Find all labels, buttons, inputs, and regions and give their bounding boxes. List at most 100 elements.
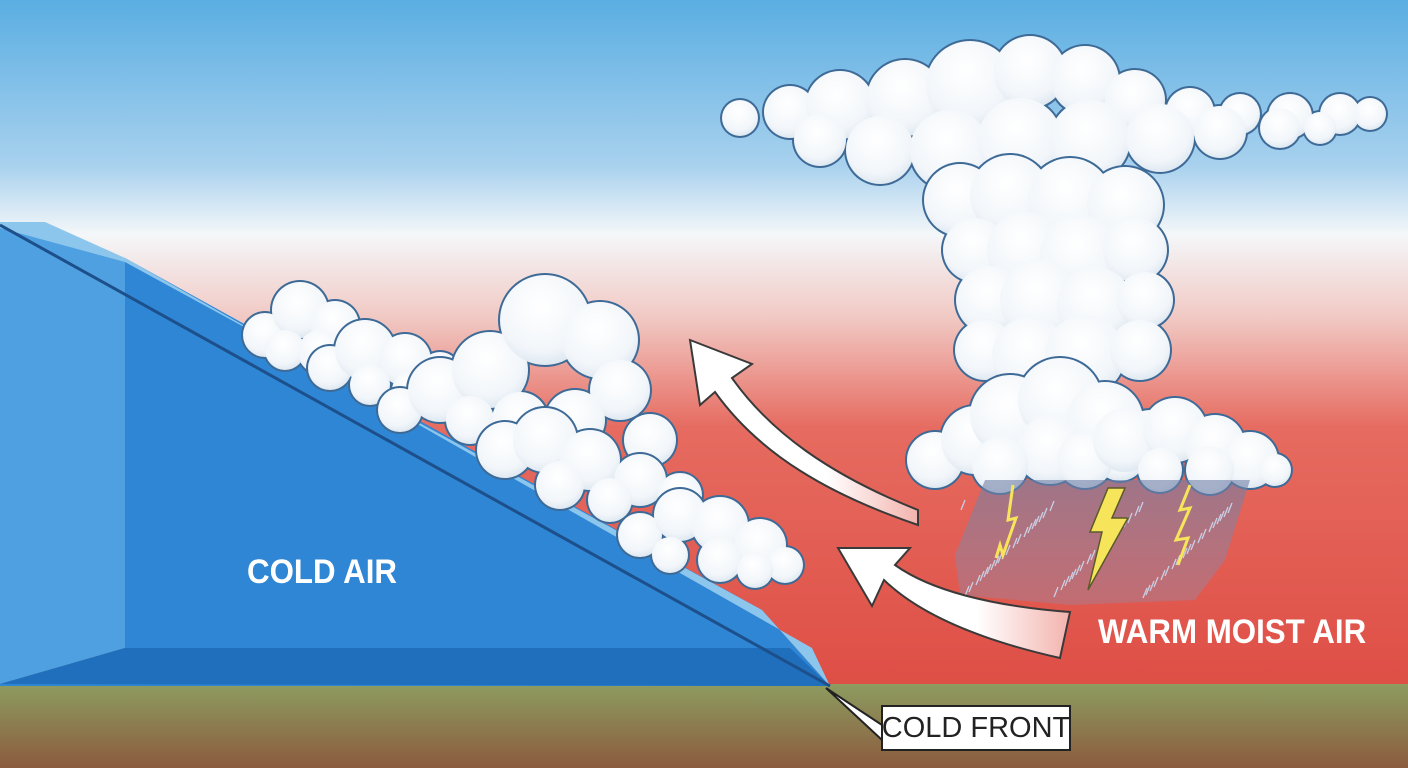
cloud-puff	[1194, 106, 1246, 158]
cloud-puff-group	[616, 487, 805, 590]
curved-arrow-icon	[836, 547, 1072, 660]
rain-streak	[1090, 549, 1096, 561]
rain-streak	[1023, 526, 1029, 538]
cloud-puff	[692, 497, 748, 553]
rain-streak	[997, 552, 1003, 564]
lightning-bolt-icon	[1087, 487, 1130, 591]
rain-streak	[1060, 579, 1066, 591]
cloud-puff	[1117, 272, 1173, 328]
cold-air-front-face	[0, 258, 830, 686]
frontal-clouds	[241, 273, 805, 590]
rain-streak	[1190, 539, 1196, 551]
rain-streak	[1134, 505, 1140, 517]
rain-streak	[1171, 558, 1177, 570]
rain-streak	[1160, 569, 1166, 581]
rain-streak	[1197, 532, 1203, 544]
rain-streak	[1071, 568, 1077, 580]
rain-streak	[1005, 544, 1011, 556]
ground	[0, 684, 1408, 768]
rain-streak	[1053, 586, 1059, 598]
rain-streak	[1068, 571, 1074, 583]
cloud-puff	[1051, 46, 1119, 114]
rain-streak	[1145, 584, 1151, 596]
rain-streak	[1186, 543, 1192, 555]
cold-air-mass	[0, 222, 831, 688]
cloud-puff	[652, 537, 688, 573]
cold-air-bottom-edge	[0, 648, 830, 686]
cloud-puff	[452, 332, 528, 408]
rain-streak	[1038, 511, 1044, 523]
cloud-puff	[590, 360, 650, 420]
cloud-puff	[1126, 104, 1194, 172]
lightning-bolt-icon	[1173, 484, 1193, 566]
rain-streak	[960, 499, 966, 511]
rain-streak	[964, 585, 970, 597]
rain-streak	[1149, 580, 1155, 592]
cloud-puff	[588, 478, 632, 522]
rain-streak	[1142, 587, 1148, 599]
rain-streak	[968, 581, 974, 593]
cloud-puff	[265, 330, 305, 370]
rain-streak	[1064, 575, 1070, 587]
rain-streak	[1216, 513, 1222, 525]
rain-streak	[1042, 507, 1048, 519]
rain-streak	[1208, 521, 1214, 533]
rain-area	[955, 480, 1250, 605]
cumulonimbus-cloud	[720, 34, 1388, 496]
cloud-puff	[767, 547, 803, 583]
rain-streak	[1212, 517, 1218, 529]
warm-moist-air-label: WARM MOIST AIR	[1098, 613, 1367, 651]
rain-streak	[1201, 528, 1207, 540]
cloud-puff	[1110, 320, 1170, 380]
cold-air-side-face	[0, 225, 125, 684]
cloud-puff	[536, 461, 584, 509]
cloud-puff	[562, 302, 638, 378]
cloud-puff	[1103, 218, 1167, 282]
cloud-puff	[1259, 454, 1291, 486]
rain-streak	[1138, 501, 1144, 513]
rising-air-arrows	[688, 338, 1072, 660]
cold-front-label: COLD FRONT	[881, 705, 1071, 751]
cloud-puff	[737, 552, 773, 588]
cloud-tower	[922, 153, 1175, 397]
rain-streak	[994, 555, 1000, 567]
rain-streak	[990, 559, 996, 571]
rain-streak	[1086, 553, 1092, 565]
rain-streak	[1016, 533, 1022, 545]
cloud-puff	[926, 41, 1014, 129]
rain-streak	[1223, 506, 1229, 518]
cloud-puff	[618, 513, 662, 557]
rain-streak	[1175, 554, 1181, 566]
rain-streak	[983, 566, 989, 578]
lightning-bolt-icon	[994, 484, 1019, 560]
cloud-puff	[698, 538, 742, 582]
rain-streak	[1219, 510, 1225, 522]
cloud-puff	[1093, 408, 1157, 472]
cloud-puff	[350, 365, 390, 405]
cloud-puff	[722, 100, 758, 136]
cloud-puff-group	[376, 273, 678, 468]
cloud-puff	[846, 116, 914, 184]
rain-streak	[1164, 565, 1170, 577]
rain-streak	[1075, 564, 1081, 576]
rain-streak	[1027, 522, 1033, 534]
rain-streak	[1012, 537, 1018, 549]
rain-streak	[1079, 560, 1085, 572]
rain-streak	[1049, 500, 1055, 512]
rain-streak	[975, 574, 981, 586]
cloud-puff	[994, 36, 1066, 108]
cloud-puff	[1304, 112, 1336, 144]
rain-streak	[986, 563, 992, 575]
rain-streak	[979, 570, 985, 582]
rain-streak	[1031, 518, 1037, 530]
cloud-puff	[1260, 108, 1300, 148]
frontal-boundary	[0, 223, 831, 688]
rain-streak	[1227, 502, 1233, 514]
curved-arrow-icon	[688, 338, 919, 527]
rain-streak	[1034, 515, 1040, 527]
rain-streak	[1182, 547, 1188, 559]
cold-air-label: COLD AIR	[247, 553, 398, 591]
cloud-puff-group	[475, 406, 704, 524]
